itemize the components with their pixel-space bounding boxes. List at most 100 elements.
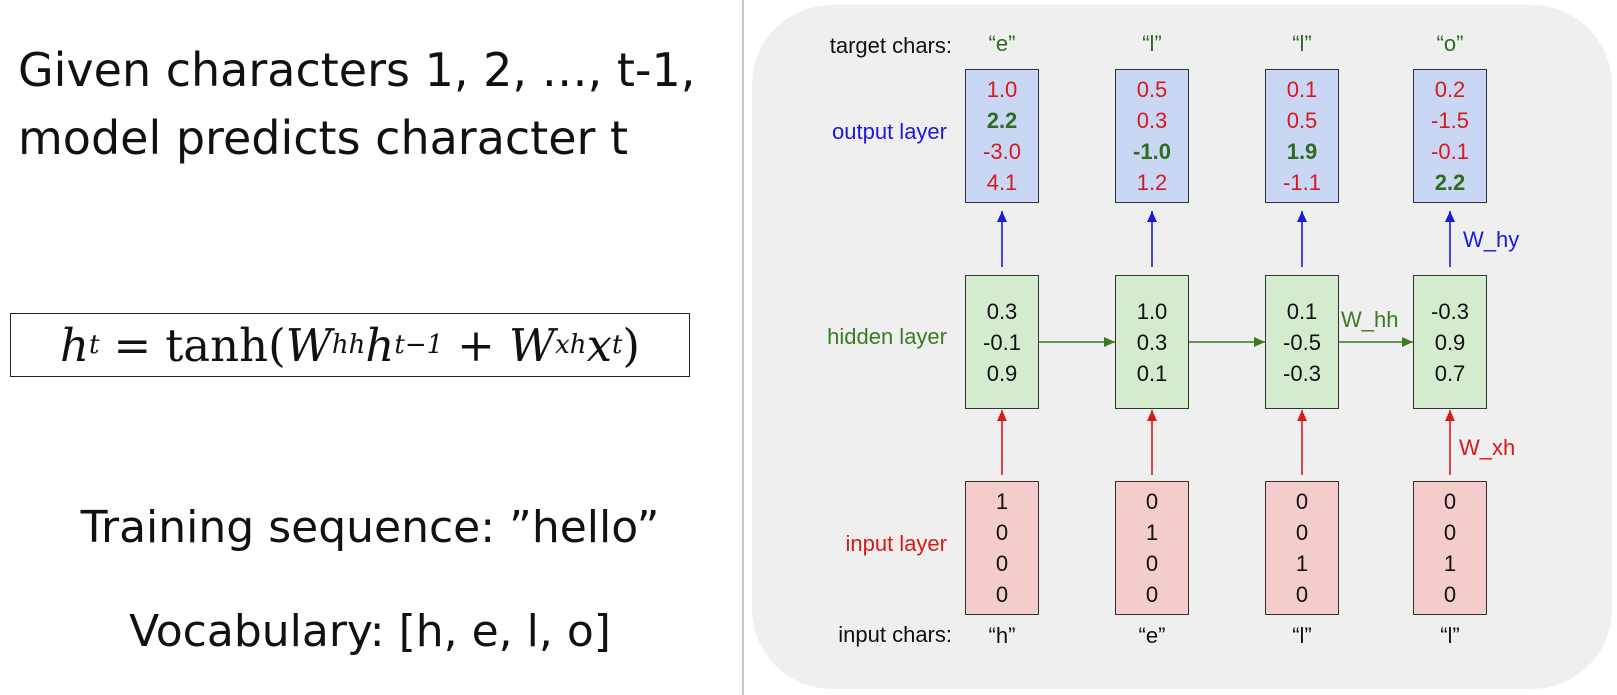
hidden-cell-value: 1.0 — [1136, 298, 1168, 324]
input-cell-value: 1 — [995, 489, 1009, 514]
input-cell-value: 1 — [1145, 520, 1159, 545]
output-cell: 0.2 -1.5 -0.1 2.2 — [1413, 69, 1487, 203]
input-cell-value: 1 — [1295, 551, 1309, 576]
eq-x-sub: t — [611, 330, 623, 360]
arrow-input-to-hidden-head — [1297, 410, 1307, 421]
input-cell: 0 1 0 0 — [1115, 481, 1189, 615]
arrow-hidden-to-output-head — [1147, 211, 1157, 222]
input-cell: 0 0 1 0 — [1265, 481, 1339, 615]
output-cell: 0.1 0.5 1.9 -1.1 — [1265, 69, 1339, 203]
heading-line-1: Given characters 1, 2, …, t-1, — [18, 43, 696, 97]
arrow-hidden-to-hidden-head — [1254, 337, 1265, 347]
output-cell-value: -0.1 — [1431, 139, 1469, 164]
input-char: “l” — [1440, 623, 1460, 648]
hidden-cell: 0.1 -0.5 -0.3 — [1265, 275, 1339, 409]
input-chars-label: input chars: — [838, 622, 952, 647]
hidden-cell-value: -0.5 — [1283, 329, 1321, 355]
output-cell-value: 1.2 — [1136, 170, 1168, 195]
arrow-hidden-to-output-head — [997, 211, 1007, 222]
target-char: “l” — [1142, 31, 1162, 56]
eq-hprev: h — [365, 318, 395, 372]
input-cell-value: 0 — [1295, 582, 1309, 607]
arrow-layer — [997, 211, 1455, 475]
hidden-cell-value: 0.3 — [1136, 329, 1168, 355]
hidden-cell: 1.0 0.3 0.1 — [1115, 275, 1189, 409]
target-chars-label: target chars: — [829, 33, 952, 58]
eq-w2-sub: xh — [555, 330, 587, 360]
eq-w1-sub: hh — [331, 330, 366, 360]
input-char: “e” — [1138, 623, 1166, 648]
hidden-cell-value: -0.3 — [1283, 360, 1321, 386]
input-cell: 0 0 1 0 — [1413, 481, 1487, 615]
input-cell-value: 0 — [1443, 489, 1457, 514]
input-cell-value: 0 — [1145, 582, 1159, 607]
output-cell-value: 0.1 — [1286, 77, 1318, 102]
eq-w2: W — [508, 318, 556, 372]
output-cell: 0.5 0.3 -1.0 1.2 — [1115, 69, 1189, 203]
output-cell-value: -1.1 — [1283, 170, 1321, 195]
output-cell-value: 4.1 — [986, 170, 1018, 195]
input-char: “h” — [988, 623, 1016, 648]
eq-tanh: tanh( — [165, 318, 286, 372]
training-sequence: Training sequence: ”hello” — [80, 502, 660, 553]
output-cell-value: 1.0 — [986, 77, 1018, 102]
hidden-cell-value: 0.1 — [1286, 298, 1318, 324]
output-cell-value: 0.5 — [1286, 108, 1318, 133]
input-layer-label: input layer — [845, 531, 947, 556]
eq-h-sub: t — [89, 330, 100, 360]
arrow-input-to-hidden-head — [997, 410, 1007, 421]
output-layer-label: output layer — [832, 119, 947, 144]
output-cell-value: 0.3 — [1136, 108, 1168, 133]
output-cell-value: -1.5 — [1431, 108, 1469, 133]
output-cell-value: 2.2 — [986, 108, 1018, 133]
input-cell-value: 0 — [995, 520, 1009, 545]
rnn-diagram: target chars: output layer hidden layer … — [752, 5, 1612, 689]
output-cell-value: 0.2 — [1434, 77, 1466, 102]
w-xh-label: W_xh — [1459, 435, 1516, 460]
output-cell-value: 1.9 — [1286, 139, 1318, 164]
eq-x: x — [586, 318, 612, 372]
target-char: “e” — [988, 31, 1016, 56]
heading-line-2: model predicts character t — [18, 111, 629, 165]
left-panel: Given characters 1, 2, …, t-1, model pre… — [0, 0, 740, 695]
input-cell-value: 0 — [995, 582, 1009, 607]
arrow-input-to-hidden-head — [1147, 410, 1157, 421]
eq-w1: W — [285, 318, 332, 372]
input-cell-value: 0 — [1443, 582, 1457, 607]
hidden-layer-label: hidden layer — [827, 324, 947, 349]
hidden-cell-value: -0.1 — [983, 329, 1021, 355]
input-cell-value: 0 — [1145, 551, 1159, 576]
hidden-cell-value: 0.9 — [986, 360, 1018, 386]
eq-plus: + — [457, 318, 495, 372]
input-char: “l” — [1292, 623, 1312, 648]
w-hh-label: W_hh — [1341, 307, 1399, 332]
hidden-cell-value: 0.1 — [1136, 360, 1168, 386]
arrow-hidden-to-hidden-head — [1402, 337, 1413, 347]
slide-heading: Given characters 1, 2, …, t-1, model pre… — [18, 36, 695, 172]
hidden-cell-value: -0.3 — [1431, 298, 1469, 324]
input-cell-value: 0 — [1145, 489, 1159, 514]
vocabulary: Vocabulary: [h, e, l, o] — [129, 606, 611, 657]
hidden-cell-value: 0.7 — [1434, 360, 1466, 386]
eq-hprev-sub: t−1 — [394, 330, 444, 360]
arrow-hidden-to-output-head — [1297, 211, 1307, 222]
input-cell-value: 0 — [1295, 489, 1309, 514]
input-cell-value: 0 — [1295, 520, 1309, 545]
output-cell-value: 2.2 — [1434, 170, 1466, 195]
w-hy-label: W_hy — [1463, 227, 1520, 252]
panel-divider — [742, 0, 744, 695]
input-cell-value: 1 — [1443, 551, 1457, 576]
output-cell-value: -1.0 — [1133, 139, 1171, 164]
hidden-cell: 0.3 -0.1 0.9 — [965, 275, 1039, 409]
arrow-hidden-to-output-head — [1445, 211, 1455, 222]
arrow-input-to-hidden-head — [1445, 410, 1455, 421]
input-cell-value: 0 — [1443, 520, 1457, 545]
output-cell-value: 0.5 — [1136, 77, 1168, 102]
hidden-cell-value: 0.3 — [986, 298, 1018, 324]
target-char: “o” — [1436, 31, 1464, 56]
target-char: “l” — [1292, 31, 1312, 56]
